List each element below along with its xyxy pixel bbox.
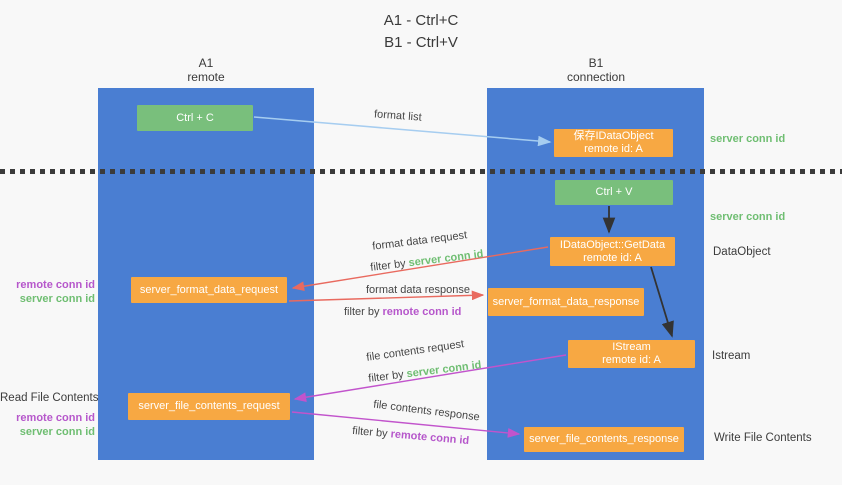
node-idataobject-getdata: IDataObject::GetData remote id: A	[550, 237, 675, 266]
node-save-idataobject: 保存IDataObject remote id: A	[554, 129, 673, 157]
label-file-contents-response: file contents response	[372, 398, 481, 424]
label-server-conn-id-text: server conn id	[405, 359, 483, 381]
annotation-server-conn-id-top-left: server conn id	[19, 293, 95, 305]
annotation-server-conn-id-bottom-left: server conn id	[19, 426, 95, 438]
annotation-server-conn-id-mid-right: server conn id	[710, 211, 786, 223]
node-idataobject-getdata-line2: remote id: A	[583, 251, 642, 264]
node-ctrl-c-label: Ctrl + C	[176, 111, 214, 124]
node-istream-line2: remote id: A	[602, 354, 661, 366]
node-idataobject-getdata-line1: IDataObject::GetData	[559, 238, 666, 251]
node-server-file-contents-response: server_file_contents_response	[524, 427, 684, 452]
label-filter-by-text: filter by	[367, 368, 408, 385]
label-filter-by-server-conn-id-1: filter by server conn id	[370, 248, 484, 274]
label-remote-conn-id-text: remote conn id	[382, 306, 462, 318]
node-istream-line1: IStream	[612, 341, 651, 353]
label-filter-by-server-conn-id-2: filter by server conn id	[368, 359, 482, 385]
annotation-remote-conn-id-bottom-left: remote conn id	[16, 412, 95, 424]
node-server-format-data-request-label: server_format_data_request	[139, 283, 279, 296]
label-filter-by-remote-conn-id-1: filter by remote conn id	[344, 306, 461, 318]
label-remote-conn-id-text: remote conn id	[390, 428, 470, 448]
label-format-data-response: format data response	[366, 284, 470, 296]
label-format-list: format list	[373, 108, 423, 124]
node-save-idataobject-line1: 保存IDataObject	[573, 130, 654, 142]
node-server-file-contents-request-label: server_file_contents_request	[138, 400, 280, 412]
title-line-1: A1 - Ctrl+C	[383, 12, 459, 29]
column-header-a1: A1 remote	[146, 56, 266, 84]
node-server-format-data-response: server_format_data_response	[488, 288, 644, 316]
annotation-write-file-contents: Write File Contents	[714, 432, 812, 444]
column-header-b1: B1 connection	[536, 56, 656, 84]
node-server-format-data-response-label: server_format_data_response	[492, 295, 640, 308]
title-line-2: B1 - Ctrl+V	[384, 34, 458, 51]
label-filter-by-text: filter by	[369, 257, 410, 274]
node-istream: IStream remote id: A	[568, 340, 695, 368]
annotation-istream: Istream	[712, 350, 751, 362]
node-ctrl-v-label: Ctrl + V	[595, 186, 633, 198]
label-file-contents-request: file contents request	[365, 338, 465, 364]
node-server-file-contents-response-label: server_file_contents_response	[529, 433, 679, 445]
annotation-dataobject: DataObject	[713, 246, 771, 258]
node-ctrl-c: Ctrl + C	[137, 105, 253, 131]
label-filter-by-text: filter by	[351, 424, 392, 441]
annotation-read-file-contents: Read File Contents	[0, 392, 99, 404]
node-server-format-data-request: server_format_data_request	[131, 277, 287, 303]
annotation-server-conn-id-top-right: server conn id	[710, 133, 786, 145]
column-b1-name: B1	[588, 56, 604, 70]
node-ctrl-v: Ctrl + V	[555, 180, 673, 205]
label-filter-by-text: filter by	[344, 306, 383, 318]
phase-separator-dotted-line	[0, 169, 842, 174]
label-format-data-request: format data request	[371, 229, 468, 253]
column-a1-name: A1	[198, 56, 214, 70]
node-save-idataobject-line2: remote id: A	[584, 143, 643, 155]
column-b1-role: connection	[566, 70, 626, 84]
annotation-remote-conn-id-top-left: remote conn id	[16, 279, 95, 291]
diagram-title: A1 - Ctrl+C B1 - Ctrl+V	[0, 10, 842, 54]
column-a1-role: remote	[187, 70, 225, 84]
label-filter-by-remote-conn-id-2: filter by remote conn id	[352, 425, 470, 447]
node-server-file-contents-request: server_file_contents_request	[128, 393, 290, 420]
label-server-conn-id-text: server conn id	[407, 248, 485, 270]
